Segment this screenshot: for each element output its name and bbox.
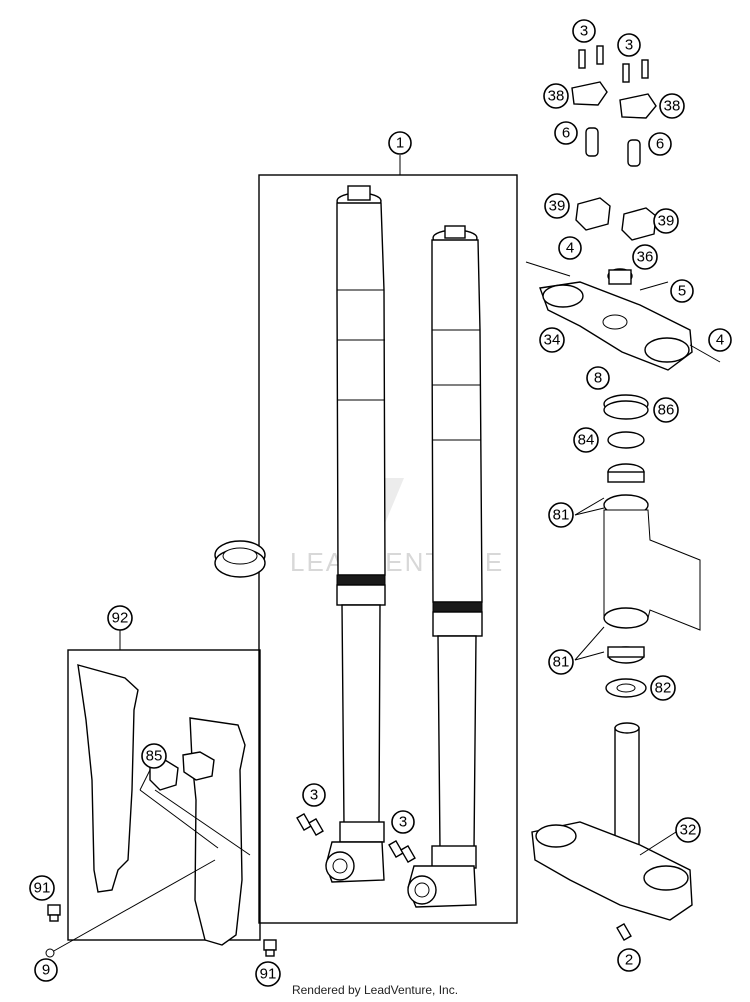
callout-6-left: 6 <box>554 121 578 145</box>
rendered-by-credit: Rendered by LeadVenture, Inc. <box>291 983 459 997</box>
callout-91-right: 91 <box>255 961 281 987</box>
callout-1: 1 <box>388 131 412 155</box>
svg-text:3: 3 <box>625 37 633 54</box>
callout-85: 85 <box>141 743 167 769</box>
left-fork-leg <box>325 185 386 883</box>
upper-triple-clamp <box>525 45 721 371</box>
steering-bearings <box>574 394 701 698</box>
callout-36: 36 <box>632 244 658 270</box>
svg-text:9: 9 <box>42 962 50 979</box>
svg-text:1: 1 <box>396 135 404 152</box>
svg-text:2: 2 <box>625 952 633 969</box>
svg-text:82: 82 <box>655 680 672 697</box>
callout-86: 86 <box>653 397 679 423</box>
svg-text:3: 3 <box>310 787 318 804</box>
callout-6-right: 6 <box>648 132 672 156</box>
callout-39-right: 39 <box>653 208 679 234</box>
svg-text:92: 92 <box>112 610 129 627</box>
callout-2: 2 <box>617 948 641 972</box>
svg-text:3: 3 <box>399 814 407 831</box>
svg-text:4: 4 <box>566 240 574 257</box>
svg-text:3: 3 <box>580 23 588 40</box>
svg-text:34: 34 <box>544 332 561 349</box>
svg-text:36: 36 <box>637 249 654 266</box>
callout-3-fork-right: 3 <box>391 810 415 834</box>
svg-text:91: 91 <box>34 880 51 897</box>
svg-text:81: 81 <box>553 654 570 671</box>
callout-3-top-right: 3 <box>617 33 641 57</box>
callout-81-lower: 81 <box>548 649 574 675</box>
callout-4-right: 4 <box>708 328 732 352</box>
svg-text:81: 81 <box>553 507 570 524</box>
fork-clamp-bolts <box>296 812 416 864</box>
right-fork-leg <box>407 225 483 908</box>
svg-text:38: 38 <box>664 98 681 115</box>
svg-text:5: 5 <box>678 283 686 300</box>
fork-guards <box>51 630 261 953</box>
callout-3-fork-left: 3 <box>302 783 326 807</box>
callout-9: 9 <box>34 958 58 982</box>
lower-triple-clamp <box>531 722 693 942</box>
callout-34: 34 <box>539 327 565 353</box>
svg-text:86: 86 <box>658 402 675 419</box>
svg-text:6: 6 <box>656 136 664 153</box>
svg-text:38: 38 <box>548 88 565 105</box>
fork-assembly <box>258 155 518 924</box>
svg-text:39: 39 <box>549 198 566 215</box>
svg-text:84: 84 <box>578 432 595 449</box>
callout-81-upper: 81 <box>548 502 574 528</box>
fork-guard-frame <box>67 649 261 941</box>
svg-text:32: 32 <box>680 822 697 839</box>
callout-38-left: 38 <box>543 83 569 109</box>
svg-text:85: 85 <box>146 748 163 765</box>
svg-text:91: 91 <box>260 966 277 983</box>
callout-3-top-left: 3 <box>572 19 596 43</box>
svg-text:4: 4 <box>716 332 724 349</box>
callout-32: 32 <box>675 817 701 843</box>
callout-5: 5 <box>670 279 694 303</box>
svg-text:39: 39 <box>658 213 675 230</box>
svg-text:6: 6 <box>562 125 570 142</box>
fork-seal-ring <box>214 540 266 578</box>
callout-8: 8 <box>586 366 610 390</box>
guard-screws <box>45 904 277 958</box>
svg-text:8: 8 <box>594 370 602 387</box>
callout-39-left: 39 <box>544 193 570 219</box>
callout-84: 84 <box>573 427 599 453</box>
callout-91-left: 91 <box>29 875 55 901</box>
callout-92: 92 <box>107 605 133 631</box>
callout-38-right: 38 <box>659 93 685 119</box>
callout-4-left: 4 <box>558 236 582 260</box>
callout-82: 82 <box>650 675 676 701</box>
